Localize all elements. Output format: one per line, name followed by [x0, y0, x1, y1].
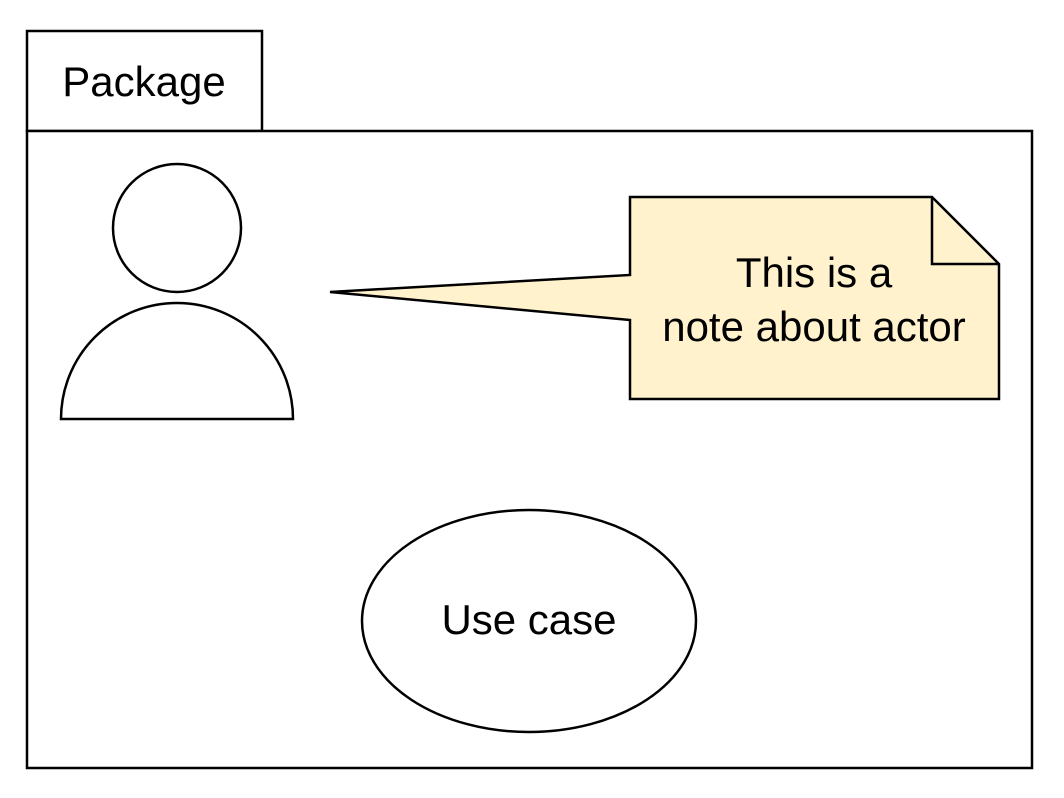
actor-head — [111, 162, 243, 294]
package-tab[interactable]: Package — [25, 29, 264, 133]
note-shape — [329, 195, 1001, 401]
use-case[interactable]: Use case — [360, 508, 698, 734]
actor-note[interactable]: This is a note about actor — [329, 195, 1001, 401]
use-case-label: Use case — [441, 596, 616, 643]
actor-person-icon[interactable] — [59, 162, 295, 421]
note-line-2: note about actor — [662, 303, 966, 350]
note-fold-corner — [930, 197, 999, 266]
actor-body — [59, 301, 295, 421]
package-label: Package — [62, 58, 225, 105]
use-case-ellipse — [360, 508, 698, 734]
note-line-1: This is a — [736, 249, 893, 296]
